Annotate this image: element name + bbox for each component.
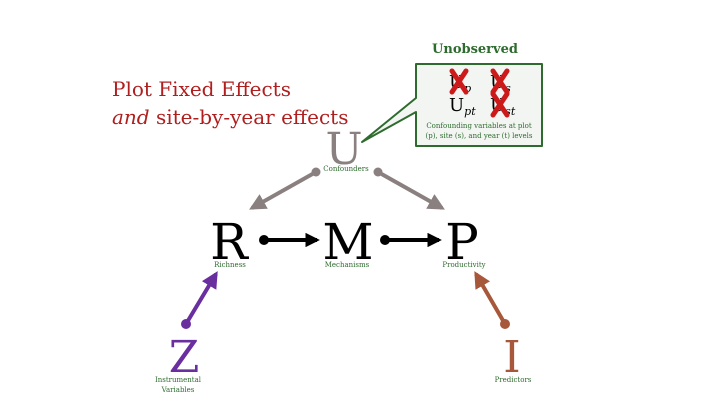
arrow-u-to-p — [373, 167, 445, 210]
node-u-label: Confounders — [323, 165, 369, 173]
cross-mark-icon — [490, 91, 510, 118]
heading-line-2-rest: site-by-year effects — [150, 105, 349, 129]
callout-title: Unobserved — [432, 42, 518, 57]
node-i-letter: I — [503, 332, 520, 383]
node-i-label: Predictors — [495, 376, 532, 384]
heading-line-2: and site-by-year effects — [112, 105, 348, 129]
heading-line-2-italic: and — [112, 105, 150, 129]
callout-note-line-2: (p), site (s), and year (t) levels — [426, 132, 533, 140]
node-m-label: Mechanisms — [325, 261, 370, 269]
node-z-label-line-2: Variables — [161, 386, 195, 394]
node-z-letter: Z — [169, 332, 200, 383]
symbol-u-pt: Upt — [449, 95, 476, 118]
arrow-r-to-m — [259, 232, 320, 248]
node-p-label: Productivity — [442, 261, 485, 269]
node-z-label-line-1: Instrumental — [155, 376, 202, 384]
node-r-letter: R — [210, 213, 249, 271]
callout-note-line-1: Confounding variables at plot — [426, 122, 532, 130]
node-p-letter: P — [445, 213, 479, 271]
heading-line-1: Plot Fixed Effects — [112, 77, 291, 101]
arrow-u-to-r — [249, 167, 321, 210]
cross-mark-icon — [449, 68, 469, 95]
node-u-letter: U — [325, 124, 362, 175]
cross-mark-icon — [490, 68, 510, 95]
arrow-z-to-r — [181, 271, 218, 329]
node-r-label: Richness — [214, 261, 246, 269]
arrow-m-to-p — [380, 232, 442, 248]
node-m-letter: M — [322, 213, 373, 271]
arrow-i-to-p — [474, 271, 510, 329]
